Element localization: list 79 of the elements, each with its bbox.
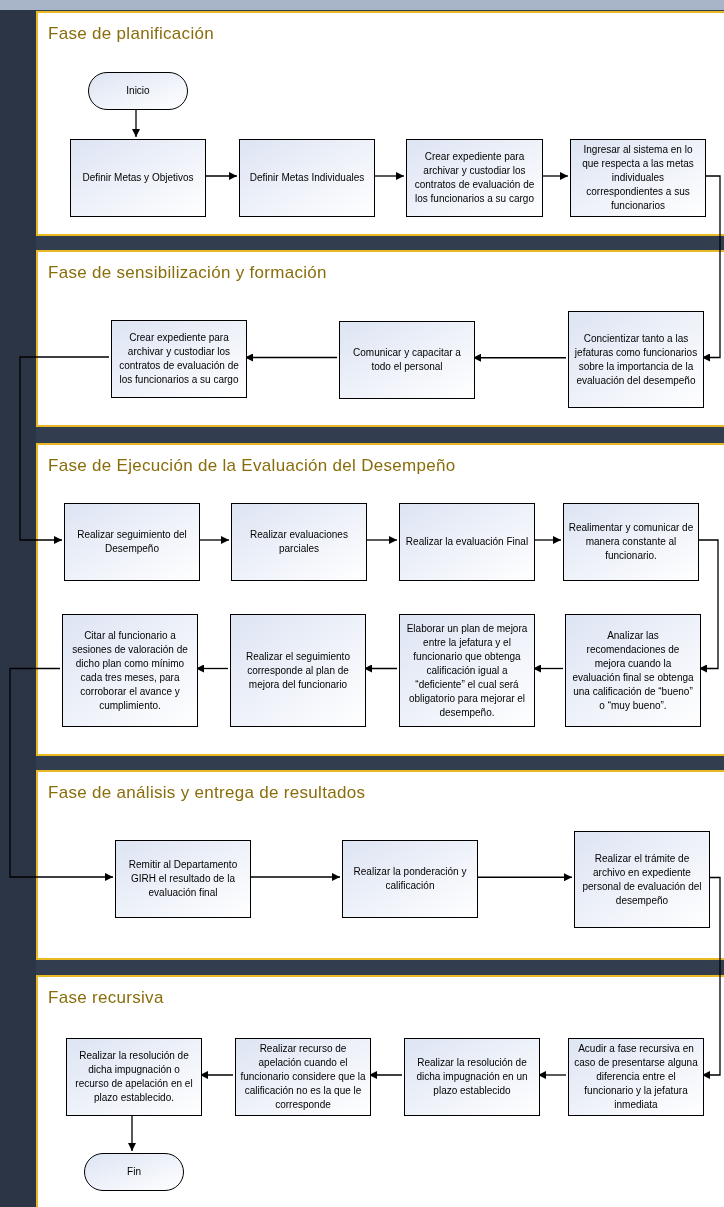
step-text: Citar al funcionario a sesiones de valoración de dicho plan como mínimo cada tres meses, para corroborar el avance y cumplimiento. <box>71 628 189 713</box>
process-box <box>70 139 206 217</box>
process-box <box>111 320 247 398</box>
step-text: Realizar seguimiento del Desempeño <box>76 528 188 556</box>
process-box <box>231 503 367 581</box>
process-box <box>404 1038 540 1116</box>
phase-band <box>36 11 724 236</box>
phase-band <box>36 975 724 1207</box>
connector-arrow <box>532 536 562 544</box>
phase-title: Fase de análisis y entrega de resultados <box>48 782 366 804</box>
step-text: Realizar el seguimiento corresponde al plan de mejora del funcionario <box>245 649 351 692</box>
connector-arrow <box>248 873 341 881</box>
step-text: Realizar evaluaciones parciales <box>249 528 349 556</box>
connector-arrow <box>475 873 573 882</box>
process-box <box>399 503 535 581</box>
step-text: Realizar la ponderación y calificación <box>352 865 468 893</box>
step-text: Analizar las recomendaciones de mejora cuando la evaluación final se obtenga una calificación de “bueno” o “muy bueno”. <box>571 628 695 713</box>
phase-band <box>36 770 724 960</box>
connector-arrow <box>203 172 238 180</box>
step-text: Crear expediente para archivar y custodiar los contratos de evaluación de los funcionarios a su cargo <box>413 150 536 206</box>
step-text: Realizar la resolución de dicha impugnación en un plazo establecido <box>415 1056 529 1098</box>
connector-arrow <box>696 539 719 673</box>
process-box <box>342 840 478 918</box>
terminal-pill <box>84 1153 184 1191</box>
process-box <box>62 614 198 727</box>
step-text: Fin <box>127 1165 141 1179</box>
step-text: Remitir al Departamento GIRH el resultado de la evaluación final <box>127 858 239 900</box>
process-box <box>230 614 366 727</box>
connector-arrow <box>9 667 114 881</box>
step-text: Definir Metas Individuales <box>249 171 365 185</box>
terminal-pill <box>88 72 188 110</box>
step-text: Elaborar un plan de mejora entre la jefatura y el funcionario que obtenga calificación igual a “deficiente” el cual será obligatorio para mejorar el desempeño. <box>405 621 529 720</box>
process-box <box>399 614 535 727</box>
connector-arrow <box>537 1071 567 1079</box>
process-box <box>563 503 699 581</box>
connector-arrow <box>197 536 230 544</box>
step-text: Realizar la evaluación Final <box>405 535 529 549</box>
process-box <box>239 139 375 217</box>
step-text: Crear expediente para archivar y custodiar los contratos de evaluación de los funcionarios a su cargo <box>118 331 240 387</box>
process-box <box>570 139 706 217</box>
step-text: Realimentar y comunicar de manera constante al funcionario. <box>568 521 694 563</box>
connector-arrow <box>199 1071 234 1079</box>
connector-arrow <box>701 175 721 362</box>
step-text: Comunicar y capacitar a todo el personal <box>352 346 462 374</box>
process-box <box>568 311 704 408</box>
step-text: Realizar la resolución de dicha impugnación o recurso de apelación en el plazo establecido. <box>74 1049 194 1105</box>
process-box <box>574 831 710 928</box>
phase-title: Fase recursiva <box>48 987 164 1009</box>
connector-arrow <box>244 353 338 362</box>
phase-title: Fase de Ejecución de la Evaluación del Desempeño <box>48 455 456 477</box>
connector-arrow <box>19 356 110 544</box>
step-text: Concientizar tanto a las jefaturas como funcionarios sobre la importancia de la evaluación del desempeño <box>573 331 699 388</box>
step-text: Realizar el trámite de archivo en expediente personal de evaluación del desempeño <box>581 851 703 908</box>
connector-arrow <box>368 1071 403 1079</box>
phase-band <box>36 250 724 427</box>
process-box <box>565 614 701 727</box>
step-text: Realizar recurso de apelación cuando el funcionario considere que la calificación no es la que le corresponde <box>240 1042 366 1112</box>
step-text: Acudir a fase recursiva en caso de presentarse alguna diferencia entre el funcionario y la jefatura inmediata <box>573 1042 699 1112</box>
connector-arrow <box>363 664 398 673</box>
connector-arrow <box>128 1113 136 1152</box>
process-box <box>115 840 251 918</box>
connector-arrow <box>701 876 721 1079</box>
step-text: Definir Metas y Objetivos <box>82 171 194 185</box>
phase-title: Fase de sensibilización y formación <box>48 262 327 284</box>
step-text: Inicio <box>126 84 150 98</box>
connector-arrow <box>364 536 398 544</box>
connector-arrow <box>132 107 140 138</box>
process-box <box>339 321 475 399</box>
phase-title: Fase de planificación <box>48 23 214 45</box>
process-box <box>66 1038 202 1116</box>
phase-band <box>36 443 724 756</box>
process-box <box>406 139 543 217</box>
connector-arrow <box>540 172 569 180</box>
connector-arrow <box>195 664 229 673</box>
connector-arrow <box>532 664 564 673</box>
process-box <box>64 503 200 581</box>
connector-arrow <box>372 172 405 180</box>
connector-arrow <box>472 353 567 362</box>
step-text: Ingresar al sistema en lo que respecta a las metas individuales correspondientes a sus funcionarios <box>581 143 695 213</box>
